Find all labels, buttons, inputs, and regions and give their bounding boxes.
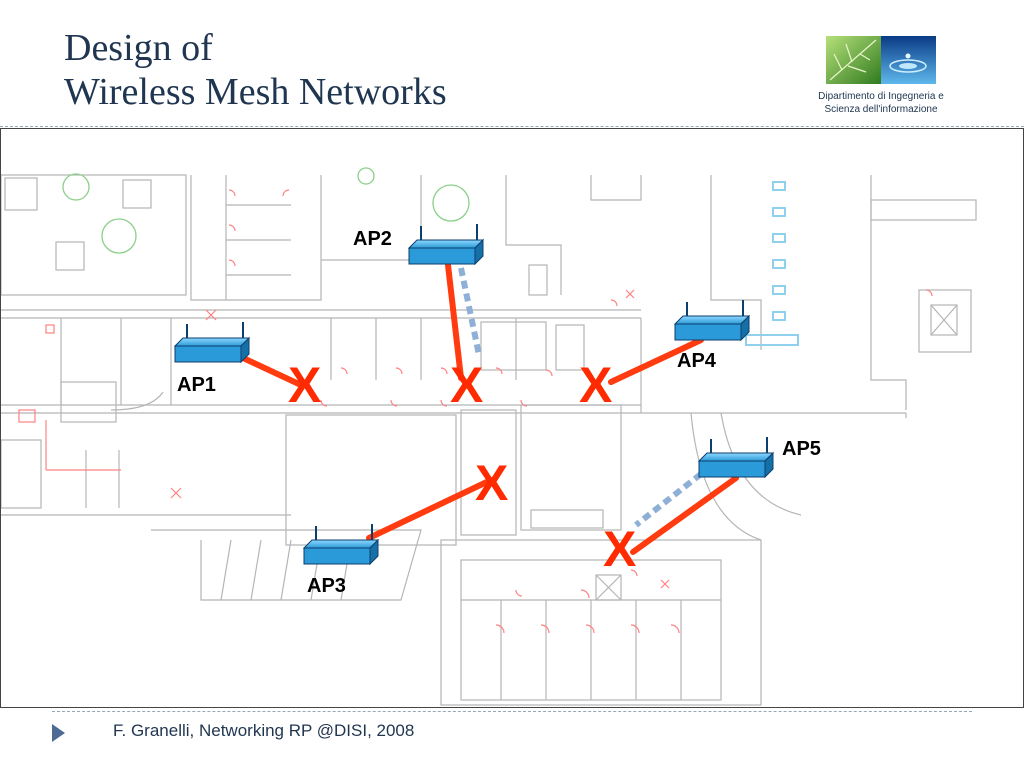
access-point-ap3 bbox=[302, 524, 380, 566]
blocked-marker-ap1: X bbox=[288, 357, 321, 413]
footer-divider bbox=[52, 711, 972, 712]
diagram-canvas: AP1 AP2 AP3 AP4 AP5 X X X X X bbox=[0, 167, 977, 706]
department-name: Dipartimento di Ingegneria e Scienza del… bbox=[792, 90, 970, 116]
ap5-label: AP5 bbox=[782, 438, 821, 460]
link-ap2-blocked bbox=[445, 262, 464, 381]
windows bbox=[745, 181, 799, 346]
ap2-label: AP2 bbox=[353, 228, 392, 250]
access-point-ap1 bbox=[173, 322, 251, 364]
access-point-ap2 bbox=[407, 224, 485, 266]
title-line-2: Wireless Mesh Networks bbox=[64, 71, 447, 113]
mesh-network-diagram: AP1 AP2 AP3 AP4 AP5 X X X X X bbox=[0, 128, 1024, 708]
footer-text: F. Granelli, Networking RP @DISI, 2008 bbox=[113, 721, 415, 740]
ap1-label: AP1 bbox=[177, 374, 216, 396]
doors bbox=[18, 189, 933, 634]
slide-title: Design of Wireless Mesh Networks bbox=[64, 26, 447, 114]
trees bbox=[62, 167, 470, 254]
university-logo bbox=[826, 36, 936, 84]
footer-arrow-icon bbox=[52, 724, 65, 742]
link-ap2-ok bbox=[458, 267, 482, 356]
header-divider bbox=[0, 126, 1024, 127]
link-ap1-blocked bbox=[238, 354, 304, 388]
blocked-marker-ap3: X bbox=[475, 455, 508, 511]
wireless-links bbox=[238, 262, 739, 555]
dept-line-1: Dipartimento di Ingegneria e bbox=[818, 91, 944, 102]
link-ap5-ok bbox=[634, 471, 703, 528]
floor-plan bbox=[0, 174, 977, 706]
ap4-label: AP4 bbox=[677, 350, 717, 372]
dept-line-2: Scienza dell'informazione bbox=[824, 104, 938, 115]
link-ap3-blocked bbox=[366, 477, 494, 541]
blocked-marker-ap4: X bbox=[579, 357, 612, 413]
blocked-marker-ap2: X bbox=[450, 357, 483, 413]
ap3-label: AP3 bbox=[307, 575, 346, 597]
blocked-marker-ap5: X bbox=[603, 521, 636, 577]
title-line-1: Design of bbox=[64, 27, 213, 69]
link-ap5-blocked bbox=[630, 475, 739, 555]
access-point-ap5 bbox=[697, 437, 775, 479]
link-ap4-blocked bbox=[608, 337, 704, 385]
access-point-ap4 bbox=[673, 300, 751, 342]
